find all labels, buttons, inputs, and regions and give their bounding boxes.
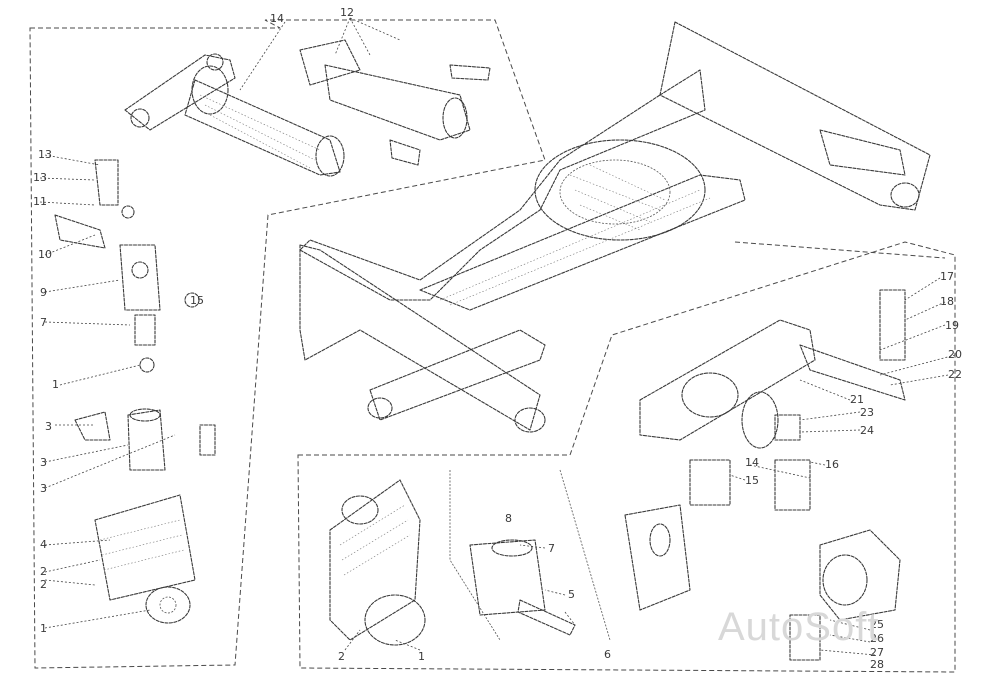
callout-bottom-mid-1: 14 [745,456,759,469]
shaft-assembly [124,39,491,177]
callout-left-9: 3 [40,456,47,469]
callout-left-13: 2 [40,578,47,591]
callout-bottom-left-1: 2 [338,650,345,663]
callout-left-3: 11 [33,195,47,208]
callout-left-14: 1 [40,622,47,635]
frame-divider [734,241,946,259]
callout-mid-left: 15 [190,294,204,307]
right-parts [639,289,906,661]
callout-top-a: 14 [270,12,284,25]
callout-left-8: 3 [45,420,52,433]
callout-right-5: 22 [948,368,962,381]
left-group-frame [29,19,546,669]
callout-right-1: 17 [940,270,954,283]
left-small-parts [54,159,216,624]
callout-right-2: 18 [940,295,954,308]
main-frame [299,21,931,433]
callout-bottom-right-1: 25 [870,618,884,631]
watermark: AutoSoft [718,605,879,649]
bottom-parts [329,469,691,646]
callout-left-7: 1 [52,378,59,391]
callout-right-4: 20 [948,348,962,361]
callout-left-2: 13 [33,171,47,184]
callout-bottom-right-2: 26 [870,632,884,645]
callout-left-1: 13 [38,148,52,161]
callout-left-10: 3 [40,482,47,495]
callout-bottom-mid-3: 16 [825,458,839,471]
callout-bottom-right-3: 27 [870,646,884,659]
callout-bottom-mid-2: 15 [745,474,759,487]
callout-left-12: 2 [40,565,47,578]
callout-bottom-center-4: 6 [604,648,611,661]
callout-bottom-center-2: 7 [548,542,555,555]
callout-bottom-center-3: 5 [568,588,575,601]
callout-bottom-left-2: 1 [418,650,425,663]
callout-left-6: 7 [40,316,47,329]
callout-right-6: 21 [850,393,864,406]
callout-right-7: 23 [860,406,874,419]
bottom-group-frame [297,241,956,673]
group-frames [29,19,956,673]
callout-bottom-right-4: 28 [870,658,884,671]
callout-right-3: 19 [945,319,959,332]
callout-bottom-center-1: 8 [505,512,512,525]
callout-left-11: 4 [40,538,47,551]
callout-left-5: 9 [40,286,47,299]
callout-right-8: 24 [860,424,874,437]
leader-lines [39,17,956,656]
callout-top-b: 12 [340,6,354,19]
callout-labels: 14 12 13 13 11 10 9 7 1 3 3 3 4 2 2 1 15… [33,6,962,671]
callout-left-4: 10 [38,248,52,261]
